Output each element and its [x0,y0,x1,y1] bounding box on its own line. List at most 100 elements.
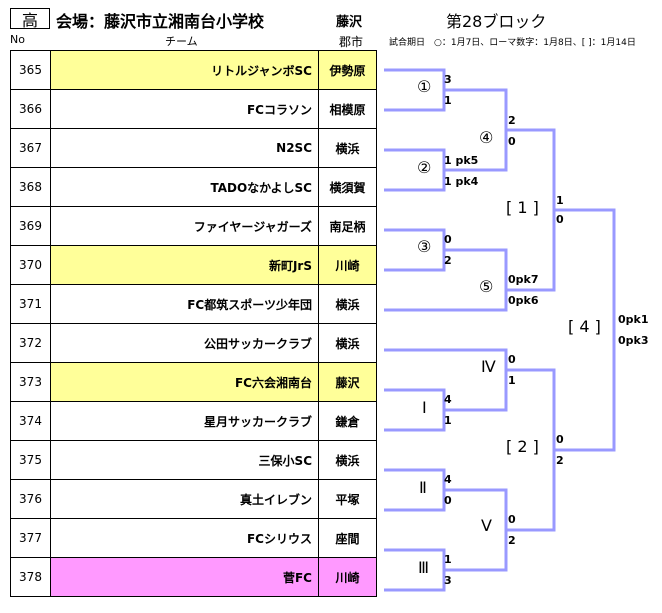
match-label-1: ① [417,77,432,96]
team-city: 横須賀 [318,167,377,207]
score: 0 [444,494,452,507]
team-number: 375 [10,440,51,480]
score: 0 [508,353,516,366]
team-city: 横浜 [318,323,377,363]
match-label-2: ② [417,158,432,177]
score: 2 [444,254,452,267]
score: 1 pk5 [444,154,479,167]
team-name: 真土イレブン [50,479,319,519]
team-name: FC都筑スポーツ少年団 [50,284,319,324]
score: 1 [444,553,452,566]
bracket-line-1 [384,148,446,192]
score: 2 [508,534,516,547]
score: 2 [508,114,516,127]
team-name: 公田サッカークラブ [50,323,319,363]
area-label: 藤沢 [336,15,363,30]
match-label-3: ③ [417,237,432,256]
team-name: TADOなかよしSC [50,167,319,207]
score: 0 [556,433,564,446]
team-city: 鎌倉 [318,401,377,441]
team-number: 372 [10,323,51,363]
team-number: 374 [10,401,51,441]
bracket-line-7 [384,348,508,412]
score: 3 [444,574,452,587]
team-city: 横浜 [318,440,377,480]
score: 0 [508,513,516,526]
match-label-s4: [ 4 ] [568,317,601,336]
block-title: 第28ブロック [446,12,547,31]
team-city: 藤沢 [318,362,377,402]
score: 2 [556,454,564,467]
score: 0 [444,233,452,246]
team-city: 南足柄 [318,206,377,246]
score: 1 [556,194,564,207]
team-city: 伊勢原 [318,50,377,90]
team-number: 368 [10,167,51,207]
team-name: FCコラソン [50,89,319,129]
venue-title: 会場：藤沢市立湘南台小学校 [56,12,265,31]
score: 0pk6 [508,294,539,307]
team-city: 座間 [318,518,377,558]
match-label-5: ⑤ [479,277,494,296]
team-name: 菅FC [50,557,319,597]
score: 0 [556,213,564,226]
team-city: 川崎 [318,245,377,285]
bracket-line-0 [384,68,446,112]
score: 3 [444,73,452,86]
score: 0pk7 [508,273,539,286]
match-label-r4: Ⅳ [481,357,496,376]
bracket-line-6 [384,388,446,432]
team-number: 367 [10,128,51,168]
match-label-r5: Ⅴ [481,516,492,535]
team-number: 376 [10,479,51,519]
bracket-line-12 [554,208,616,452]
bracket-line-8 [384,468,446,512]
team-name: 星月サッカークラブ [50,401,319,441]
team-number: 373 [10,362,51,402]
schedule-note: 試合期日 ○：1月7日、ローマ数字：1月8日、[ ]：1月14日 [389,38,636,48]
score: 4 [444,473,452,486]
bracket-line-10 [444,488,508,572]
team-number: 378 [10,557,51,597]
score: 1 [444,414,452,427]
score: 0 [508,135,516,148]
score: 1 [508,374,516,387]
column-header-city: 郡市 [339,35,364,49]
team-city: 相模原 [318,89,377,129]
score: 1 pk4 [444,175,479,188]
score: 1 [444,94,452,107]
column-header-no: No [10,33,25,46]
match-label-s2: [ 2 ] [506,437,539,456]
bracket-line-9 [384,548,446,592]
team-name: N2SC [50,128,319,168]
score: 0pk3 [618,334,649,347]
team-city: 川崎 [318,557,377,597]
score: 4 [444,393,452,406]
match-label-r2: Ⅱ [419,478,427,497]
column-header-team: チーム [165,35,198,48]
match-label-r1: Ⅰ [422,398,427,417]
team-number: 370 [10,245,51,285]
match-label-4: ④ [479,128,494,147]
match-label-s1: [ 1 ] [506,198,539,217]
score: 0pk1 [618,313,649,326]
bracket-line-4 [384,248,508,312]
bracket-line-2 [384,228,446,272]
team-name: FC六会湘南台 [50,362,319,402]
match-label-r3: Ⅲ [418,558,430,577]
category-badge: 高 [10,8,50,30]
